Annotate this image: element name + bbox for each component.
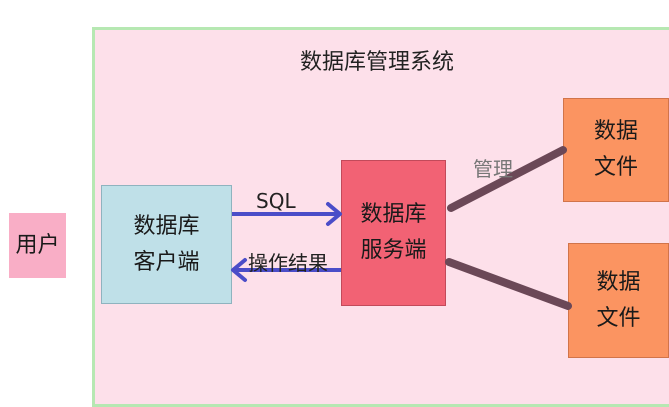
client-node[interactable]: 数据库 客户端	[101, 185, 232, 304]
data-file-node-2[interactable]: 数据 文件	[568, 243, 669, 358]
user-node[interactable]: 用户	[9, 213, 66, 278]
result-arrowhead	[231, 258, 247, 282]
manage-link-2	[445, 258, 572, 310]
manage-link-1	[447, 146, 567, 212]
server-node[interactable]: 数据库 服务端	[341, 160, 446, 306]
result-label: 操作结果	[248, 251, 328, 275]
sql-label: SQL	[256, 189, 296, 213]
sql-arrowhead	[326, 202, 342, 226]
manage-label: 管理	[473, 157, 513, 181]
system-title: 数据库管理系统	[299, 50, 454, 75]
